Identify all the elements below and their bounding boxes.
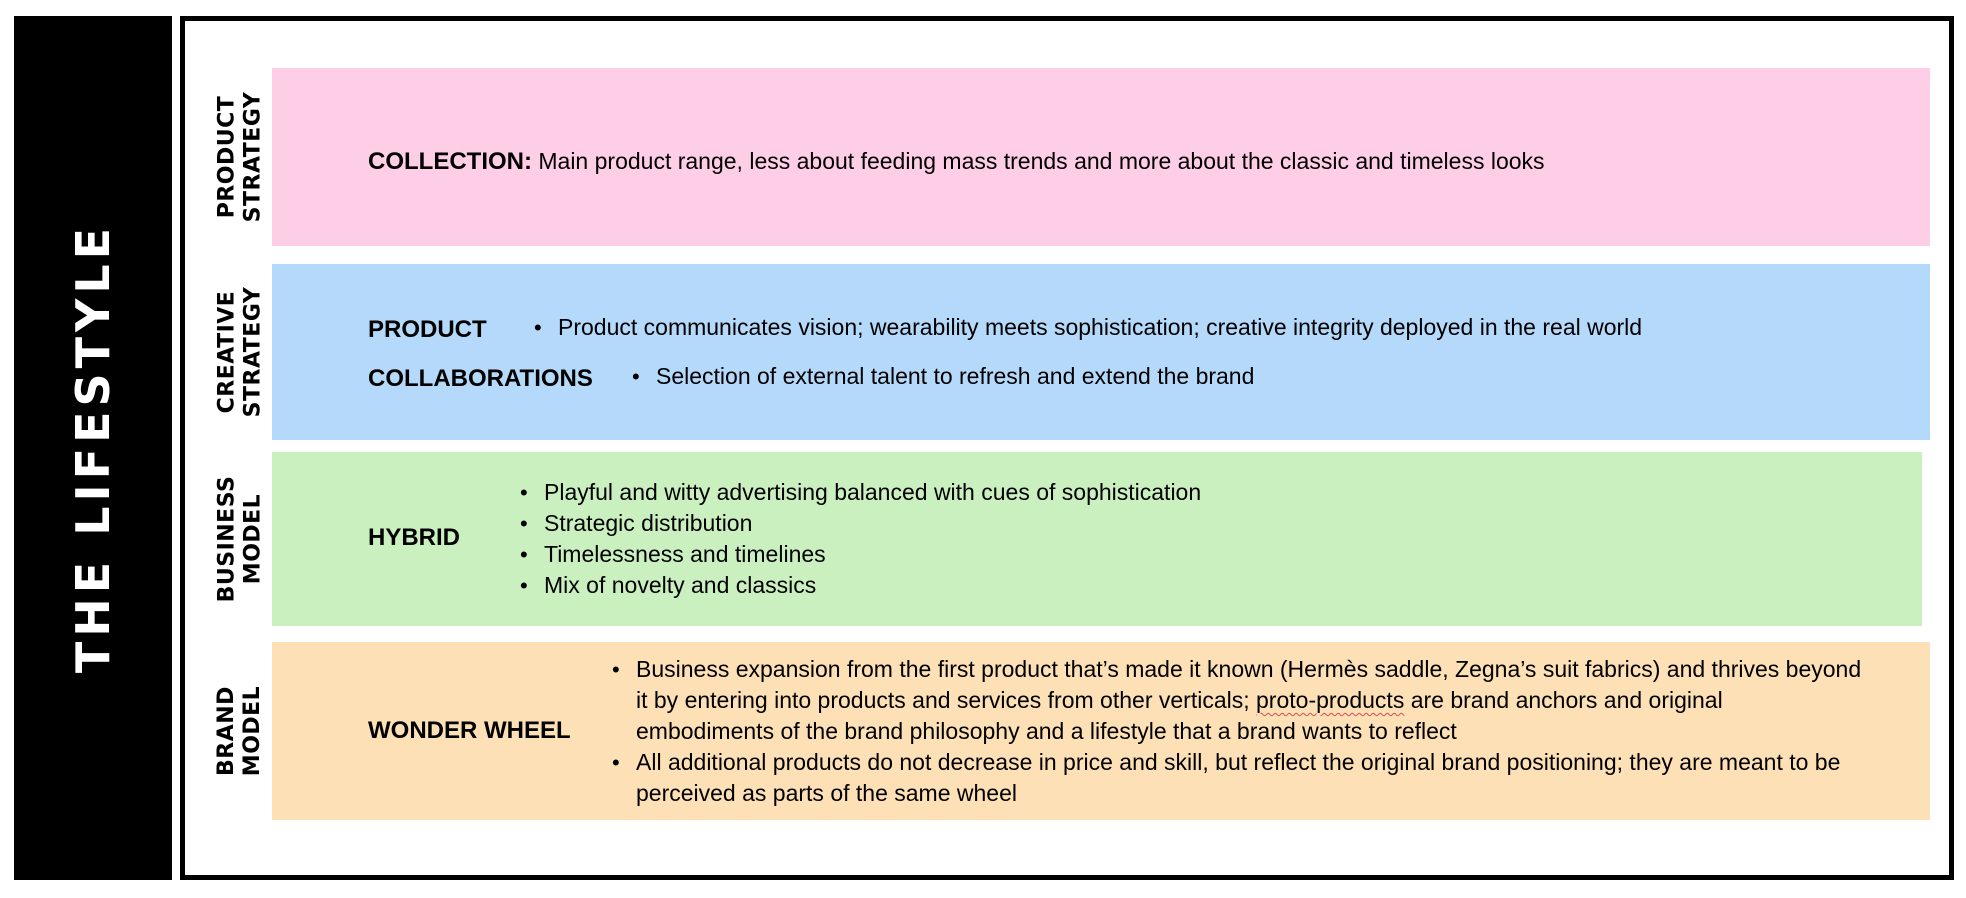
bullet-text: are brand anchors and original embodimen… (636, 687, 1723, 744)
content-frame (180, 16, 1954, 880)
side-title-bar: THE LIFESTYLE (14, 16, 172, 880)
list-item: All additional products do not decrease … (612, 747, 1862, 809)
collection-line: COLLECTION: Main product range, less abo… (368, 146, 1545, 177)
creative-strategy-panel: PRODUCT Product communicates vision; wea… (272, 264, 1930, 440)
row-label-text: BRAND MODEL (214, 685, 265, 777)
business-model-panel: HYBRID Playful and witty advertising bal… (272, 452, 1922, 626)
row-label-business-model: BUSINESS MODEL (210, 452, 270, 626)
collection-text: Main product range, less about feeding m… (538, 148, 1545, 174)
collection-heading: COLLECTION: (368, 148, 532, 175)
wonder-wheel-heading: WONDER WHEEL (368, 717, 571, 744)
row-label-product-strategy: PRODUCT STRATEGY (210, 68, 270, 246)
row-label-text: BUSINESS MODEL (214, 475, 265, 603)
hybrid-bullets: Playful and witty advertising balanced w… (520, 477, 1201, 601)
collaborations-bullets: Selection of external talent to refresh … (632, 361, 1254, 392)
row-label-text: PRODUCT STRATEGY (214, 91, 265, 223)
side-title: THE LIFESTYLE (66, 222, 120, 674)
row-label-creative-strategy: CREATIVE STRATEGY (210, 264, 270, 440)
list-item: Timelessness and timelines (520, 539, 1201, 570)
wonder-wheel-bullets: Business expansion from the first produc… (612, 654, 1862, 809)
brand-model-panel: WONDER WHEEL Business expansion from the… (272, 642, 1930, 820)
product-strategy-panel: COLLECTION: Main product range, less abo… (272, 68, 1930, 246)
collaborations-heading: COLLABORATIONS (368, 365, 593, 392)
product-heading: PRODUCT (368, 316, 487, 343)
list-item: Selection of external talent to refresh … (632, 361, 1254, 392)
row-label-brand-model: BRAND MODEL (210, 642, 270, 820)
list-item: Mix of novelty and classics (520, 570, 1201, 601)
list-item: Playful and witty advertising balanced w… (520, 477, 1201, 508)
spellcheck-word: proto-products (1256, 687, 1405, 713)
list-item: Strategic distribution (520, 508, 1201, 539)
hybrid-heading: HYBRID (368, 524, 461, 551)
list-item: Product communicates vision; wearability… (534, 312, 1642, 343)
row-label-text: CREATIVE STRATEGY (214, 286, 265, 418)
list-item: Business expansion from the first produc… (612, 654, 1862, 747)
product-bullets: Product communicates vision; wearability… (534, 312, 1642, 343)
bullet-text: Business expansion from the first produc… (636, 656, 1862, 713)
